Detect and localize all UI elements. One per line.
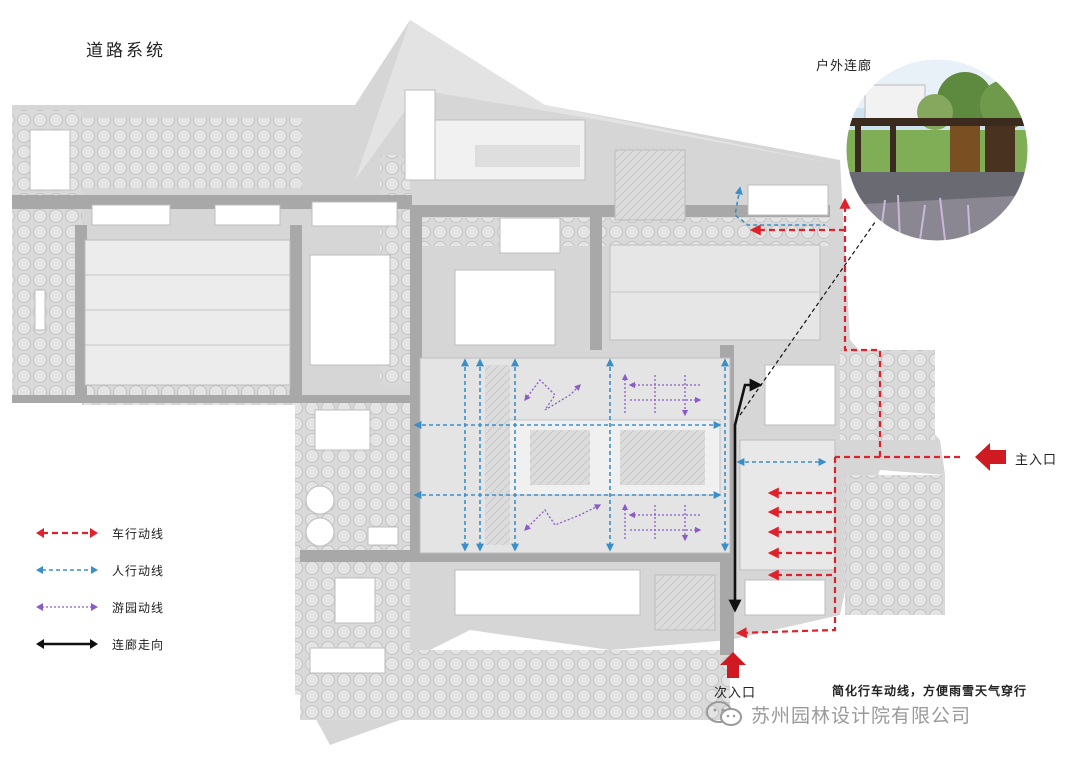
watermark-text: 苏州园林设计院有限公司	[751, 704, 972, 727]
page-title: 道路系统	[86, 41, 166, 61]
secondary-entrance-arrow	[720, 652, 746, 678]
callout-line	[739, 214, 881, 416]
legend-swatch-corridor	[36, 639, 98, 649]
legend-label: 人行动线	[112, 563, 165, 578]
main-entrance-label: 主入口	[1015, 453, 1058, 468]
corridor-route	[728, 378, 763, 613]
legend-item-garden: 游园动线	[36, 598, 164, 616]
legend-label: 连廊走向	[112, 637, 165, 652]
legend-swatch-garden	[36, 603, 98, 611]
wechat-icon	[706, 701, 742, 726]
legend-item-pedestrian: 人行动线	[36, 561, 164, 579]
legend-swatch-pedestrian	[36, 566, 98, 574]
legend-swatch-vehicle	[36, 528, 98, 538]
legend-label: 车行动线	[112, 526, 165, 541]
pedestrian-routes	[413, 186, 827, 552]
legend-label: 游园动线	[112, 600, 165, 615]
garden-routes	[524, 375, 700, 540]
vehicle-routes	[735, 197, 960, 639]
outdoor-corridor-label: 户外连廊	[816, 59, 873, 74]
secondary-entrance-label: 次入口	[714, 686, 757, 701]
main-entrance-arrow	[975, 443, 1006, 471]
watermark: 苏州园林设计院有限公司	[705, 700, 971, 728]
note-label: 简化行车动线，方便雨雪天气穿行	[832, 684, 1028, 698]
legend-item-vehicle: 车行动线	[36, 524, 164, 542]
legend-item-corridor: 连廊走向	[36, 635, 164, 653]
legend: 车行动线 人行动线 游园动线 连廊走向	[36, 524, 164, 672]
